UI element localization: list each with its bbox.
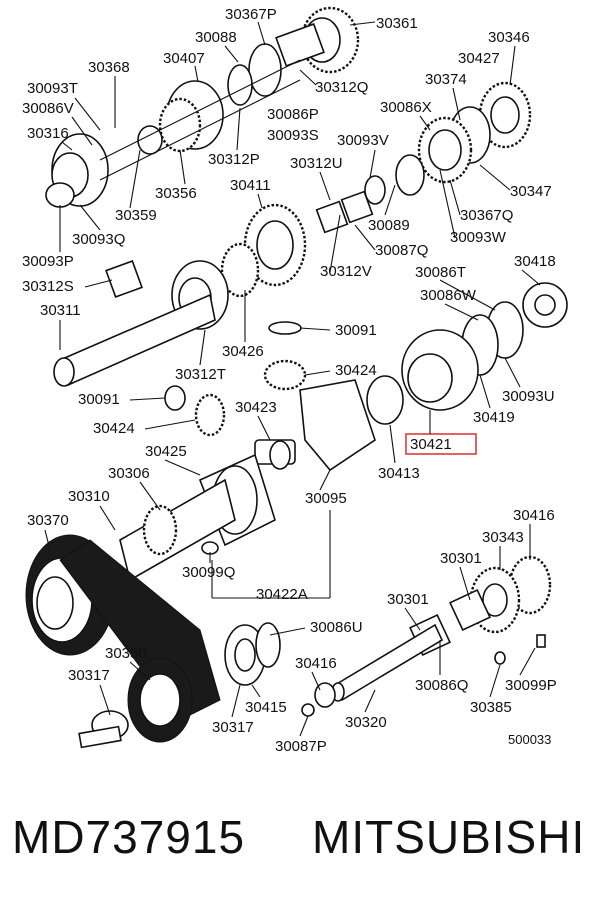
- differential-group: [164, 282, 568, 472]
- svg-text:30095: 30095: [305, 490, 347, 507]
- svg-text:30317: 30317: [68, 667, 110, 684]
- svg-text:30424: 30424: [335, 362, 377, 379]
- svg-text:30368: 30368: [88, 59, 130, 76]
- svg-text:30385: 30385: [470, 699, 512, 716]
- svg-text:30093P: 30093P: [22, 253, 74, 270]
- svg-text:30425: 30425: [145, 443, 187, 460]
- svg-text:30093Q: 30093Q: [72, 231, 125, 248]
- middle-main-shaft-group: [53, 203, 307, 387]
- svg-text:30347: 30347: [510, 183, 552, 200]
- counter-shaft-group: [301, 555, 552, 717]
- svg-text:30356: 30356: [155, 185, 197, 202]
- svg-text:30367Q: 30367Q: [460, 207, 513, 224]
- svg-text:30086U: 30086U: [310, 619, 363, 636]
- svg-text:30361: 30361: [376, 15, 418, 32]
- drawing-code: 500033: [508, 732, 551, 747]
- svg-text:30093W: 30093W: [450, 229, 507, 246]
- svg-text:30086Q: 30086Q: [415, 677, 468, 694]
- upper-right-synchro-group: [315, 81, 532, 234]
- svg-text:30086V: 30086V: [22, 100, 74, 117]
- svg-text:30099P: 30099P: [505, 677, 557, 694]
- svg-text:30370: 30370: [27, 512, 69, 529]
- svg-text:30312P: 30312P: [208, 151, 260, 168]
- svg-text:30093T: 30093T: [27, 80, 78, 97]
- svg-text:30086P: 30086P: [267, 106, 319, 123]
- svg-text:30301: 30301: [440, 550, 482, 567]
- svg-text:30086T: 30086T: [415, 264, 466, 281]
- svg-text:30311: 30311: [40, 302, 81, 319]
- svg-text:30427: 30427: [458, 50, 500, 67]
- part-number: MD737915: [12, 811, 246, 863]
- svg-text:30086W: 30086W: [420, 287, 477, 304]
- svg-text:30316: 30316: [27, 125, 69, 142]
- part-labels: 30367P 30361 30088 30407 30368 30346 304…: [22, 6, 557, 755]
- svg-text:30089: 30089: [368, 217, 410, 234]
- svg-text:30415: 30415: [245, 699, 287, 716]
- highlighted-part-box: [405, 433, 477, 455]
- svg-text:30320: 30320: [345, 714, 387, 731]
- svg-text:30350: 30350: [105, 645, 147, 662]
- svg-text:30087P: 30087P: [275, 738, 327, 755]
- svg-text:30418: 30418: [514, 253, 556, 270]
- svg-text:30086X: 30086X: [380, 99, 432, 116]
- svg-text:30423: 30423: [235, 399, 277, 416]
- svg-text:30416: 30416: [295, 655, 337, 672]
- svg-text:30312Q: 30312Q: [315, 79, 368, 96]
- svg-text:30374: 30374: [425, 71, 467, 88]
- svg-text:30093V: 30093V: [337, 132, 389, 149]
- brand-name: MITSUBISHI: [312, 811, 586, 863]
- svg-text:30087Q: 30087Q: [375, 242, 428, 259]
- svg-text:30306: 30306: [108, 465, 150, 482]
- svg-text:30312U: 30312U: [290, 155, 343, 172]
- leader-lines: [44, 21, 541, 737]
- svg-text:30426: 30426: [222, 343, 264, 360]
- svg-text:30093S: 30093S: [267, 127, 319, 144]
- svg-text:30367P: 30367P: [225, 6, 277, 23]
- svg-text:30099Q: 30099Q: [182, 564, 235, 581]
- svg-text:30091: 30091: [78, 391, 120, 408]
- svg-text:30088: 30088: [195, 29, 237, 46]
- svg-text:30093U: 30093U: [502, 388, 555, 405]
- svg-text:30416: 30416: [513, 507, 555, 524]
- svg-text:30422A: 30422A: [256, 586, 308, 603]
- svg-text:30312V: 30312V: [320, 263, 372, 280]
- svg-text:30346: 30346: [488, 29, 530, 46]
- svg-text:30312S: 30312S: [22, 278, 74, 295]
- lower-chain-shaft-group: [25, 453, 281, 749]
- svg-text:30419: 30419: [473, 409, 515, 426]
- svg-text:30359: 30359: [115, 207, 157, 224]
- svg-text:30407: 30407: [163, 50, 205, 67]
- svg-text:30312T: 30312T: [175, 366, 226, 383]
- svg-text:30413: 30413: [378, 465, 420, 482]
- svg-text:30310: 30310: [68, 488, 110, 505]
- footer: MD737915 MITSUBISHI: [0, 800, 600, 880]
- svg-text:30411: 30411: [230, 177, 271, 194]
- svg-text:30424: 30424: [93, 420, 135, 437]
- svg-text:30317: 30317: [212, 719, 254, 736]
- svg-text:30301: 30301: [387, 591, 429, 608]
- exploded-parts-diagram: 30367P 30361 30088 30407 30368 30346 304…: [22, 6, 568, 755]
- svg-text:30343: 30343: [482, 529, 524, 546]
- svg-text:30421: 30421: [410, 436, 452, 453]
- svg-text:30091: 30091: [335, 322, 377, 339]
